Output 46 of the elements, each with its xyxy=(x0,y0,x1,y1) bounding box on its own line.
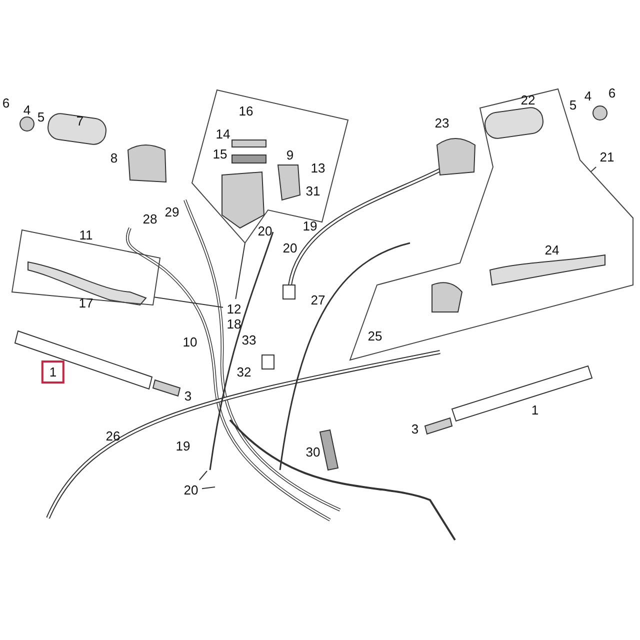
callout-number: 19 xyxy=(302,220,318,232)
callout-number: 6 xyxy=(608,86,616,100)
callout-number: 11 xyxy=(79,228,93,242)
callout-number: 14 xyxy=(216,128,230,140)
callout-number: 33 xyxy=(242,334,256,346)
callout-number: 20 xyxy=(184,484,198,496)
callout-number: 30 xyxy=(306,446,320,458)
callout-number: 3 xyxy=(184,390,192,402)
callout-number: 4 xyxy=(23,104,31,116)
callout-number: 4 xyxy=(584,90,592,102)
callout-number: 20 xyxy=(258,224,272,238)
callout-number: 32 xyxy=(236,366,252,378)
callout-number: 1 xyxy=(49,364,57,380)
callout-number: 10 xyxy=(182,336,198,348)
callout-number: 22 xyxy=(520,94,536,106)
callout-number: 9 xyxy=(286,148,294,162)
callout-number: 8 xyxy=(110,152,118,164)
highlight-box xyxy=(41,360,65,384)
callout-number: 16 xyxy=(238,104,254,118)
callout-number: 19 xyxy=(176,440,190,452)
callout-number: 24 xyxy=(544,244,560,256)
callout-number: 25 xyxy=(368,330,382,342)
callout-number: 26 xyxy=(106,430,120,442)
leader-line xyxy=(235,242,246,300)
leader-line xyxy=(202,486,216,490)
callout-number: 12 xyxy=(226,302,242,316)
callout-number: 15 xyxy=(212,148,228,160)
callout-number: 5 xyxy=(37,110,45,124)
callout-number: 28 xyxy=(142,212,158,226)
callout-number: 7 xyxy=(76,114,84,128)
callout-number: 27 xyxy=(310,294,326,306)
callout-number: 3 xyxy=(411,422,419,436)
leader-line xyxy=(198,470,208,480)
callout-number: 13 xyxy=(310,162,326,174)
callout-number: 21 xyxy=(600,150,614,164)
callout-number: 29 xyxy=(164,206,180,218)
callout-number: 23 xyxy=(434,116,450,130)
callout-number: 20 xyxy=(282,242,298,254)
leader-line xyxy=(590,166,597,172)
callout-number: 6 xyxy=(2,96,10,110)
callout-number: 1 xyxy=(531,404,539,416)
callout-number: 17 xyxy=(78,296,94,310)
callout-number: 31 xyxy=(306,184,320,198)
callout-number: 18 xyxy=(226,318,242,330)
leader-line xyxy=(154,296,224,308)
callout-number: 5 xyxy=(569,98,577,112)
